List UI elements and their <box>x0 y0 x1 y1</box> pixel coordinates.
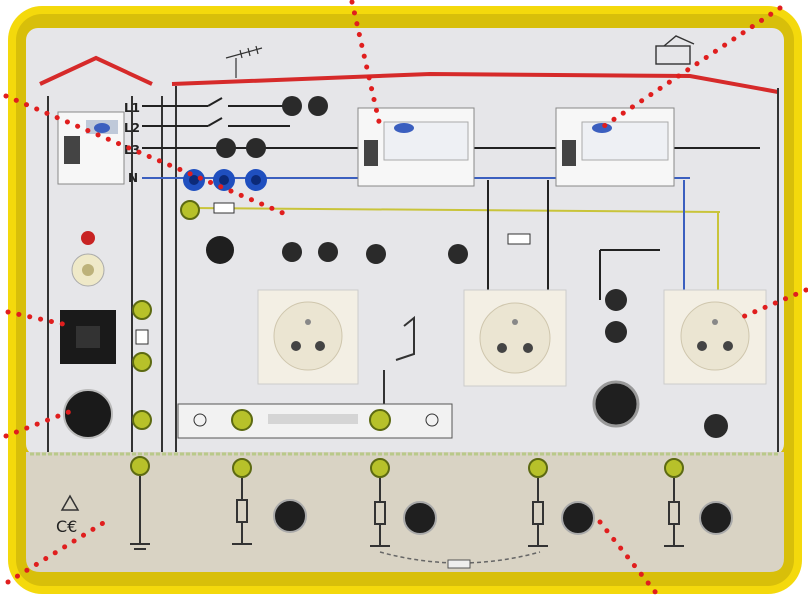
selector-knobs <box>273 499 733 535</box>
earth-resistors <box>130 476 684 550</box>
chimney-icon <box>655 35 695 65</box>
phase-l1-label: L1 <box>124 101 140 115</box>
neutral-label: N <box>128 171 138 185</box>
house-roof-right <box>171 71 779 94</box>
rotary-knob-left <box>63 389 113 439</box>
rotary-knob-top <box>592 380 640 428</box>
ce-mark: C€ <box>56 517 77 536</box>
switch-jacks <box>206 236 627 343</box>
earth-terminals <box>130 200 684 478</box>
callout-lines <box>3 0 808 599</box>
top-sockets <box>183 96 328 191</box>
house-roof-left <box>39 55 153 86</box>
warning-icon <box>60 494 80 511</box>
phase-l3-label: L3 <box>124 143 140 157</box>
antenna-icon <box>225 45 263 78</box>
upper-panel <box>26 28 784 456</box>
power-socket-right <box>663 289 767 385</box>
power-socket-middle <box>463 289 567 387</box>
red-indicator <box>81 231 95 245</box>
phase-l2-label: L2 <box>124 121 140 135</box>
power-socket-left <box>257 289 359 385</box>
